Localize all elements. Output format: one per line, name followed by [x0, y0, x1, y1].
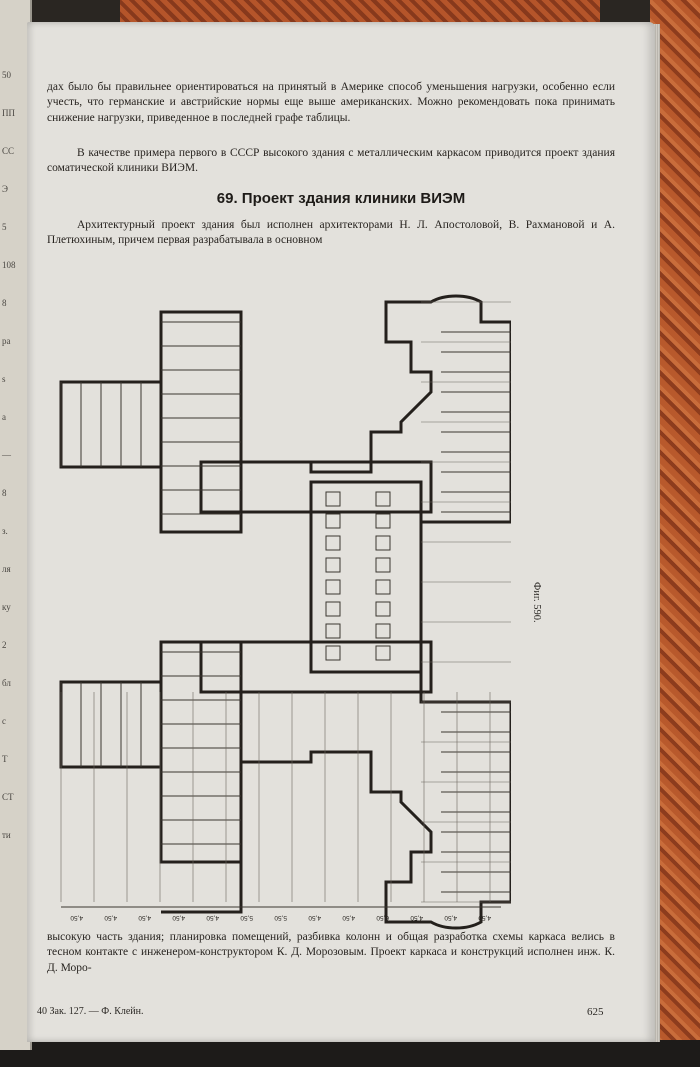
plan-dim-label: 4,50	[308, 914, 321, 921]
plan-dim-label: 4,50	[70, 914, 83, 921]
plan-dim-label: 4,50	[172, 914, 185, 921]
plan-column	[325, 491, 341, 507]
plan-column	[325, 645, 341, 661]
margin-fragment: а	[2, 412, 6, 422]
plan-column	[375, 645, 391, 661]
margin-fragment: с	[2, 716, 6, 726]
plan-left-wing-top	[59, 380, 163, 469]
plan-block-top	[159, 310, 243, 534]
plan-column	[375, 513, 391, 529]
page-number: 625	[587, 1006, 604, 1018]
plan-dim-label: 4,50	[478, 914, 491, 921]
plan-column	[325, 557, 341, 573]
plan-column	[375, 601, 391, 617]
plan-dim-label: 4,50	[410, 914, 423, 921]
margin-fragment: 8	[2, 298, 7, 308]
paragraph-intro: Архитектурный проект здания был исполнен…	[47, 219, 615, 247]
plan-column	[375, 491, 391, 507]
margin-fragment: 50	[2, 70, 11, 80]
margin-fragment: —	[2, 450, 11, 460]
figure-caption: Фиг. 590.	[531, 582, 542, 623]
margin-fragment: СС	[2, 146, 15, 156]
margin-fragment: СТ	[2, 792, 14, 802]
plan-outline-top	[161, 294, 511, 612]
plan-column	[325, 623, 341, 639]
margin-fragment: 108	[2, 260, 16, 270]
signature-mark: 40 Зак. 127. — Ф. Клейн.	[37, 1006, 144, 1017]
book-cover-bottom	[0, 1040, 700, 1067]
plan-dim-label: 4,50	[104, 914, 117, 921]
margin-fragment: ля	[2, 564, 11, 574]
plan-outline-bottom	[161, 612, 511, 930]
plan-dim-label: 4,50	[342, 914, 355, 921]
book-page: дах было бы правильнее ориентироваться н…	[27, 22, 655, 1042]
plan-column	[375, 579, 391, 595]
plan-dim-label: 5,50	[240, 914, 253, 921]
margin-fragment: ПП	[2, 108, 15, 118]
margin-fragment: ра	[2, 336, 11, 346]
floor-plan-figure: 3,603,603,603,603,605,503,603,603,603,60…	[59, 294, 511, 930]
section-heading: 69. Проект здания клиники ВИЭМ	[216, 190, 466, 207]
margin-fragment: з.	[2, 526, 8, 536]
plan-dim-label: 4,50	[138, 914, 151, 921]
margin-fragment: Э	[2, 184, 8, 194]
margin-fragment: ти	[2, 830, 11, 840]
margin-fragment: бл	[2, 678, 11, 688]
plan-dim-label: 4,50	[206, 914, 219, 921]
plan-column	[375, 557, 391, 573]
plan-dim-label: 4,50	[444, 914, 457, 921]
margin-fragment: 8	[2, 488, 7, 498]
margin-fragment: 2	[2, 640, 7, 650]
paragraph-top: дах было бы правильнее ориентироваться н…	[47, 81, 615, 124]
plan-column	[325, 579, 341, 595]
plan-column	[375, 623, 391, 639]
plan-column	[325, 513, 341, 529]
paragraph-after: высокую часть здания; планировка помещен…	[47, 931, 615, 974]
plan-left-wing-bottom	[59, 680, 163, 769]
plan-column	[325, 535, 341, 551]
plan-dim-label: 5,50	[274, 914, 287, 921]
margin-fragment: ку	[2, 602, 11, 612]
plan-column	[375, 535, 391, 551]
plan-column	[325, 601, 341, 617]
margin-fragment: s	[2, 374, 6, 384]
paragraph-example: В качестве примера первого в СССР высоко…	[47, 147, 615, 175]
plan-central-hall	[309, 480, 423, 674]
plan-dim-label: 6,50	[376, 914, 389, 921]
margin-fragment: Т	[2, 754, 8, 764]
plan-corridor-top	[199, 460, 433, 514]
margin-fragment: 5	[2, 222, 7, 232]
plan-corridor-bottom	[199, 640, 433, 694]
page-stack-edge	[650, 24, 660, 1042]
